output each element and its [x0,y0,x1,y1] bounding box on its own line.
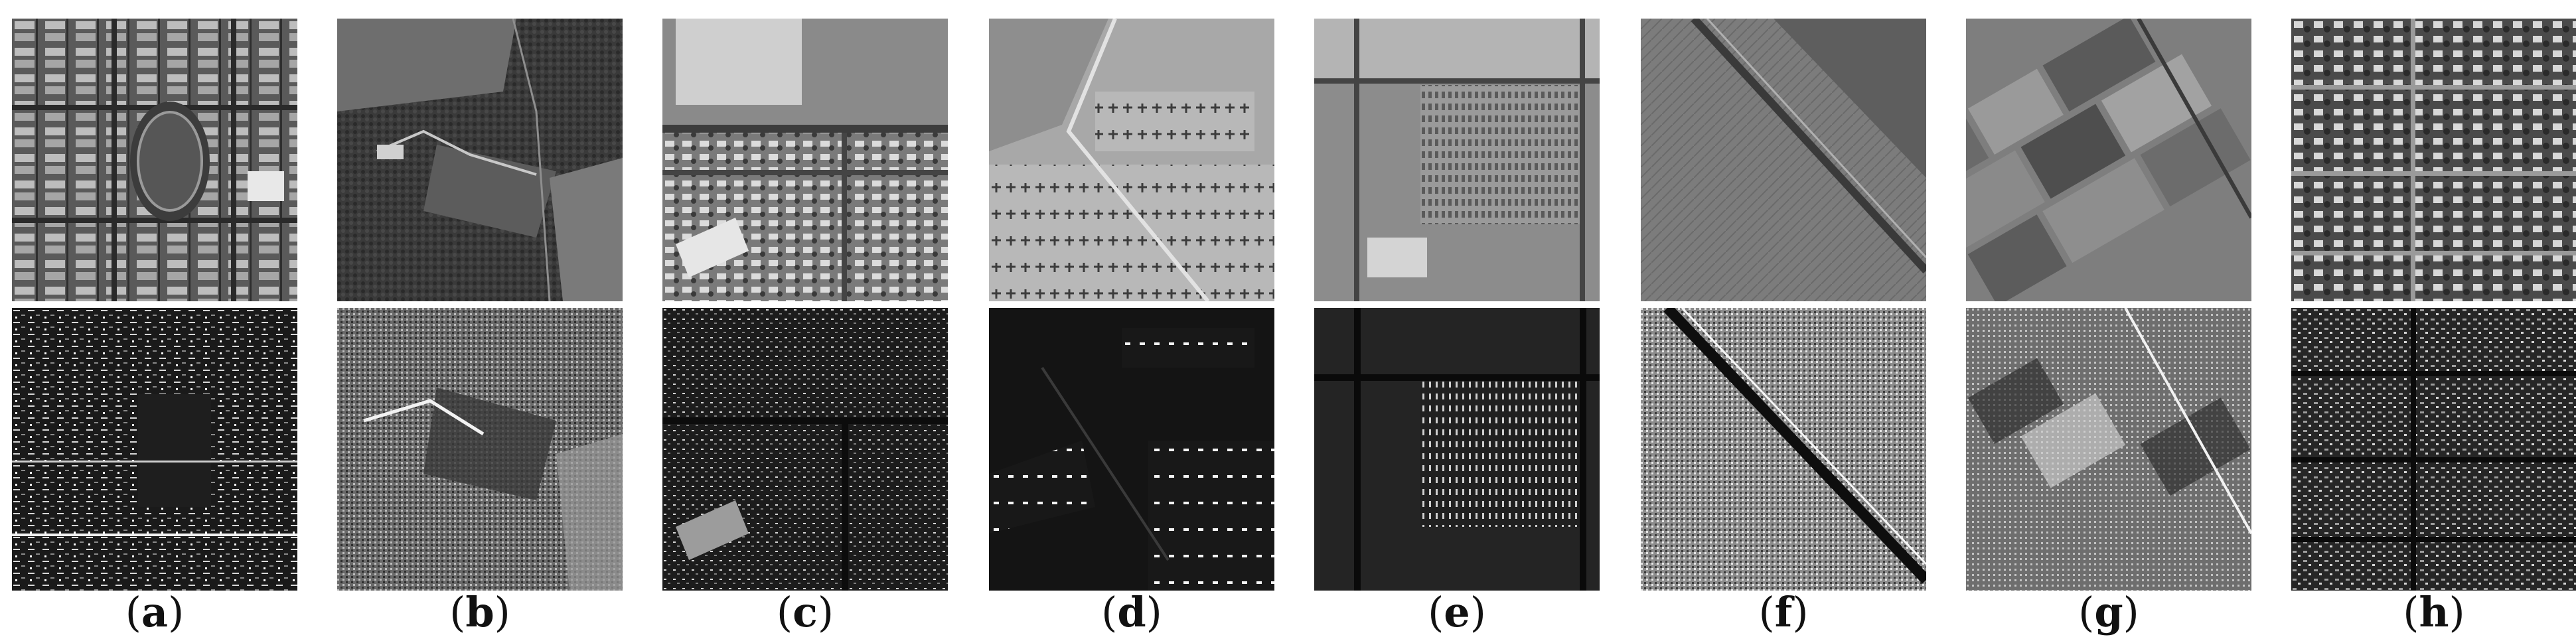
dense-residential-sar-image [2291,308,2576,591]
panel-a [12,19,297,591]
aircraft-boneyard-sar-image [989,308,1274,591]
caption-e: (e) [1428,588,1486,636]
caption-f: (f) [1758,588,1809,636]
caption-g: (g) [2078,588,2139,636]
canal-farmland-optical-image [1641,19,1926,301]
caption-f-label: f [1774,588,1793,636]
aircraft-boneyard-optical-image [989,19,1274,301]
urban-grid-optical-image [12,19,297,301]
caption-a-label: a [141,588,169,636]
paddy-fields-sar-image [1966,308,2251,591]
panel-g [1966,19,2251,591]
vehicle-lot-optical-image [1314,19,1600,301]
suburban-sar-image [662,308,948,591]
caption-c: (c) [776,588,834,636]
panel-h [2291,19,2576,591]
caption-c-label: c [793,588,818,636]
rural-fields-sar-image [337,308,623,591]
canal-farmland-sar-image [1641,308,1926,591]
caption-b: (b) [449,588,510,636]
caption-b-label: b [465,588,494,636]
panel-e [1314,19,1600,591]
dense-residential-optical-image [2291,19,2576,301]
panel-f [1641,19,1926,591]
panel-b [337,19,623,591]
caption-h: (h) [2403,588,2465,636]
panel-d [989,19,1274,591]
caption-h-label: h [2419,588,2449,636]
caption-d-label: d [1117,588,1146,636]
suburban-optical-image [662,19,948,301]
panel-c [662,19,948,591]
rural-fields-optical-image [337,19,623,301]
paddy-fields-optical-image [1966,19,2251,301]
caption-g-label: g [2094,588,2123,636]
urban-grid-sar-image [12,308,297,591]
caption-d: (d) [1101,588,1162,636]
vehicle-lot-sar-image [1314,308,1600,591]
caption-e-label: e [1444,588,1470,636]
caption-a: (a) [125,588,185,636]
